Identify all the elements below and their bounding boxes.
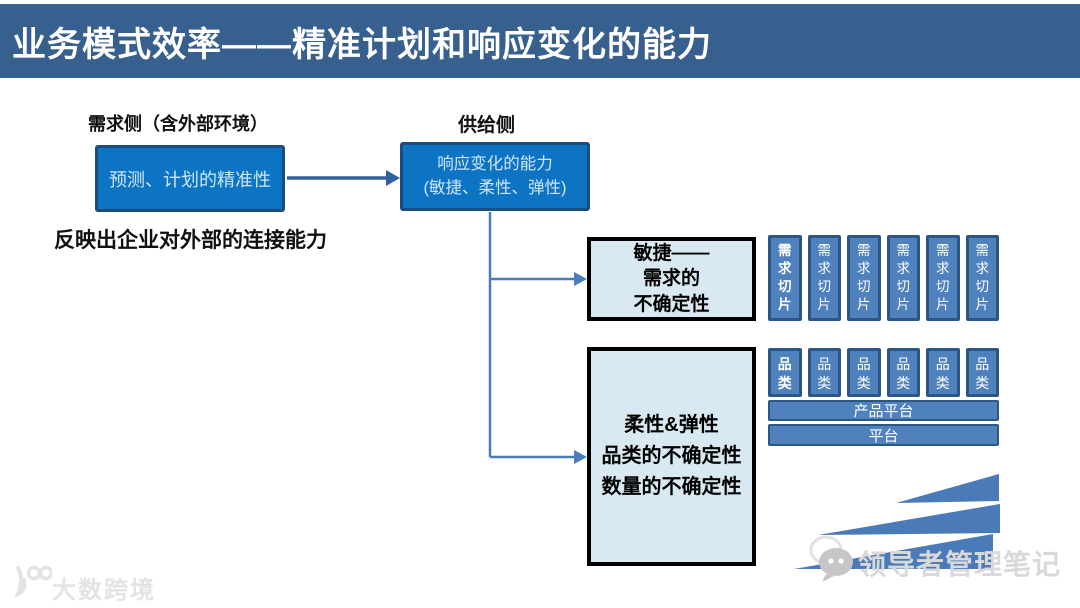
- demand-slice-label: 需求切片: [817, 243, 832, 312]
- demand-slice-box: 需求切片: [807, 235, 841, 321]
- title-bar: 业务模式效率——精准计划和响应变化的能力: [0, 4, 1080, 78]
- slide-title: 业务模式效率——精准计划和响应变化的能力: [12, 25, 712, 64]
- demand-slice-label: 需求切片: [936, 243, 950, 312]
- category-box: 品类: [886, 348, 920, 397]
- demand-note: 反映出企业对外部的连接能力: [54, 229, 327, 252]
- flexibility-box: 柔性&弹性 品类的不确定性 数量的不确定性: [587, 347, 756, 566]
- category-box: 品类: [847, 348, 881, 397]
- category-label: 品类: [856, 356, 871, 391]
- category-label: 品类: [777, 356, 792, 391]
- demand-slice-box: 需求切片: [965, 235, 999, 321]
- demand-slice-box: 需求切片: [847, 235, 881, 321]
- demand-slice-box: 需求切片: [886, 235, 920, 321]
- agility-line3: 不确定性: [633, 293, 710, 315]
- demand-slice-box: 需求切片: [768, 235, 802, 321]
- category-box: 品类: [768, 348, 802, 397]
- platform-label: 平台: [868, 427, 899, 445]
- product-platform-label: 产品平台: [853, 403, 914, 420]
- category-row: 品类 品类 品类 品类 品类 品类: [768, 348, 999, 397]
- agility-box: 敏捷—— 需求的 不确定性: [587, 237, 756, 321]
- arrow-demand-to-supply: [287, 170, 400, 186]
- category-label: 品类: [975, 356, 990, 391]
- wechat-icon: [809, 535, 853, 582]
- category-label: 品类: [896, 356, 911, 391]
- flexibility-line1: 柔性&弹性: [624, 414, 719, 436]
- demand-slice-label: 需求切片: [896, 243, 911, 312]
- supply-box-line2: (敏捷、柔性、弹性): [423, 178, 567, 197]
- category-label: 品类: [817, 356, 832, 391]
- dashu-100-icon: [14, 565, 52, 599]
- supply-side-label: 供给侧: [458, 115, 516, 136]
- category-box: 品类: [926, 348, 960, 397]
- watermark-dashu: 大数跨境: [52, 577, 156, 604]
- demand-slice-label: 需求切片: [857, 243, 871, 312]
- demand-box: 预测、计划的精准性: [95, 145, 285, 212]
- flexibility-line3: 数量的不确定性: [601, 476, 742, 498]
- demand-slice-row: 需求切片 需求切片 需求切片 需求切片 需求切片 需求切片: [768, 235, 999, 321]
- category-label: 品类: [935, 356, 950, 391]
- product-platform-bar: 产品平台: [768, 400, 999, 421]
- connector-supply-branches: [488, 212, 587, 464]
- agility-line2: 需求的: [642, 268, 700, 290]
- demand-side-label: 需求侧（含外部环境）: [88, 114, 268, 134]
- supply-box-line1: 响应变化的能力: [437, 154, 553, 173]
- platform-bar: 平台: [768, 424, 999, 446]
- demand-slice-label: 需求切片: [778, 243, 792, 312]
- demand-box-label: 预测、计划的精准性: [109, 169, 271, 190]
- category-box: 品类: [807, 348, 841, 397]
- watermark-leader-notes: 领导者管理笔记: [858, 549, 1062, 580]
- agility-line1: 敏捷——: [633, 242, 710, 264]
- demand-slice-box: 需求切片: [926, 235, 960, 321]
- category-box: 品类: [965, 348, 999, 397]
- flexibility-line2: 品类的不确定性: [601, 445, 742, 467]
- demand-slice-label: 需求切片: [975, 243, 990, 312]
- supply-box: 响应变化的能力 (敏捷、柔性、弹性): [400, 142, 590, 211]
